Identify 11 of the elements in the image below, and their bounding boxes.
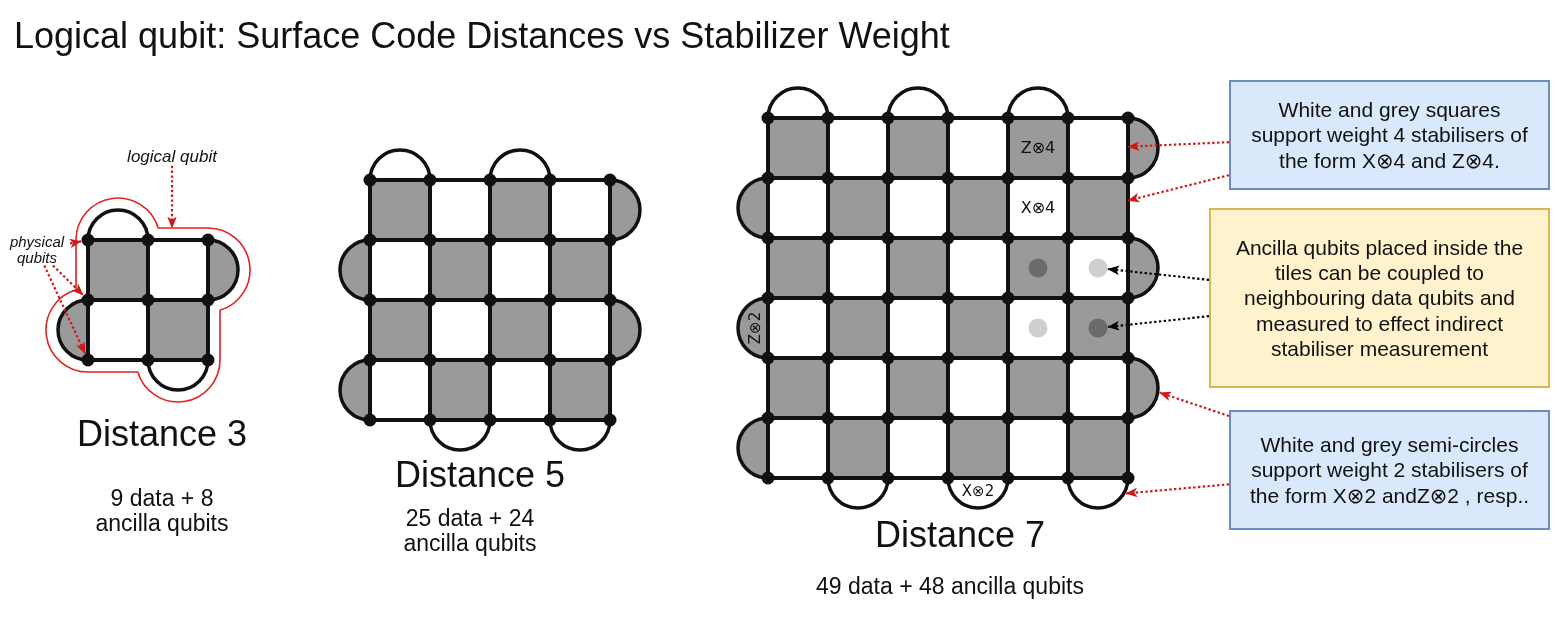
diagram-title: Logical qubit: Surface Code Distances vs Stabilizer Weight <box>14 16 950 56</box>
distance-caption: Distance 5 <box>394 455 566 495</box>
distance-caption: Distance 3 <box>76 414 248 454</box>
qubit-count: 9 data + 8 ancilla qubits <box>94 486 230 537</box>
distance-caption: Distance 7 <box>874 515 1046 555</box>
stabilizer-label: X⊗2 <box>961 482 995 500</box>
stabilizer-label: Z⊗2 <box>746 311 764 345</box>
stabilizer-label: Z⊗4 <box>1020 139 1056 157</box>
qubit-count: 25 data + 24 ancilla qubits <box>402 506 538 557</box>
stabilizer-label: X⊗4 <box>1020 199 1056 217</box>
qubit-count: 49 data + 48 ancilla qubits <box>816 574 1084 600</box>
